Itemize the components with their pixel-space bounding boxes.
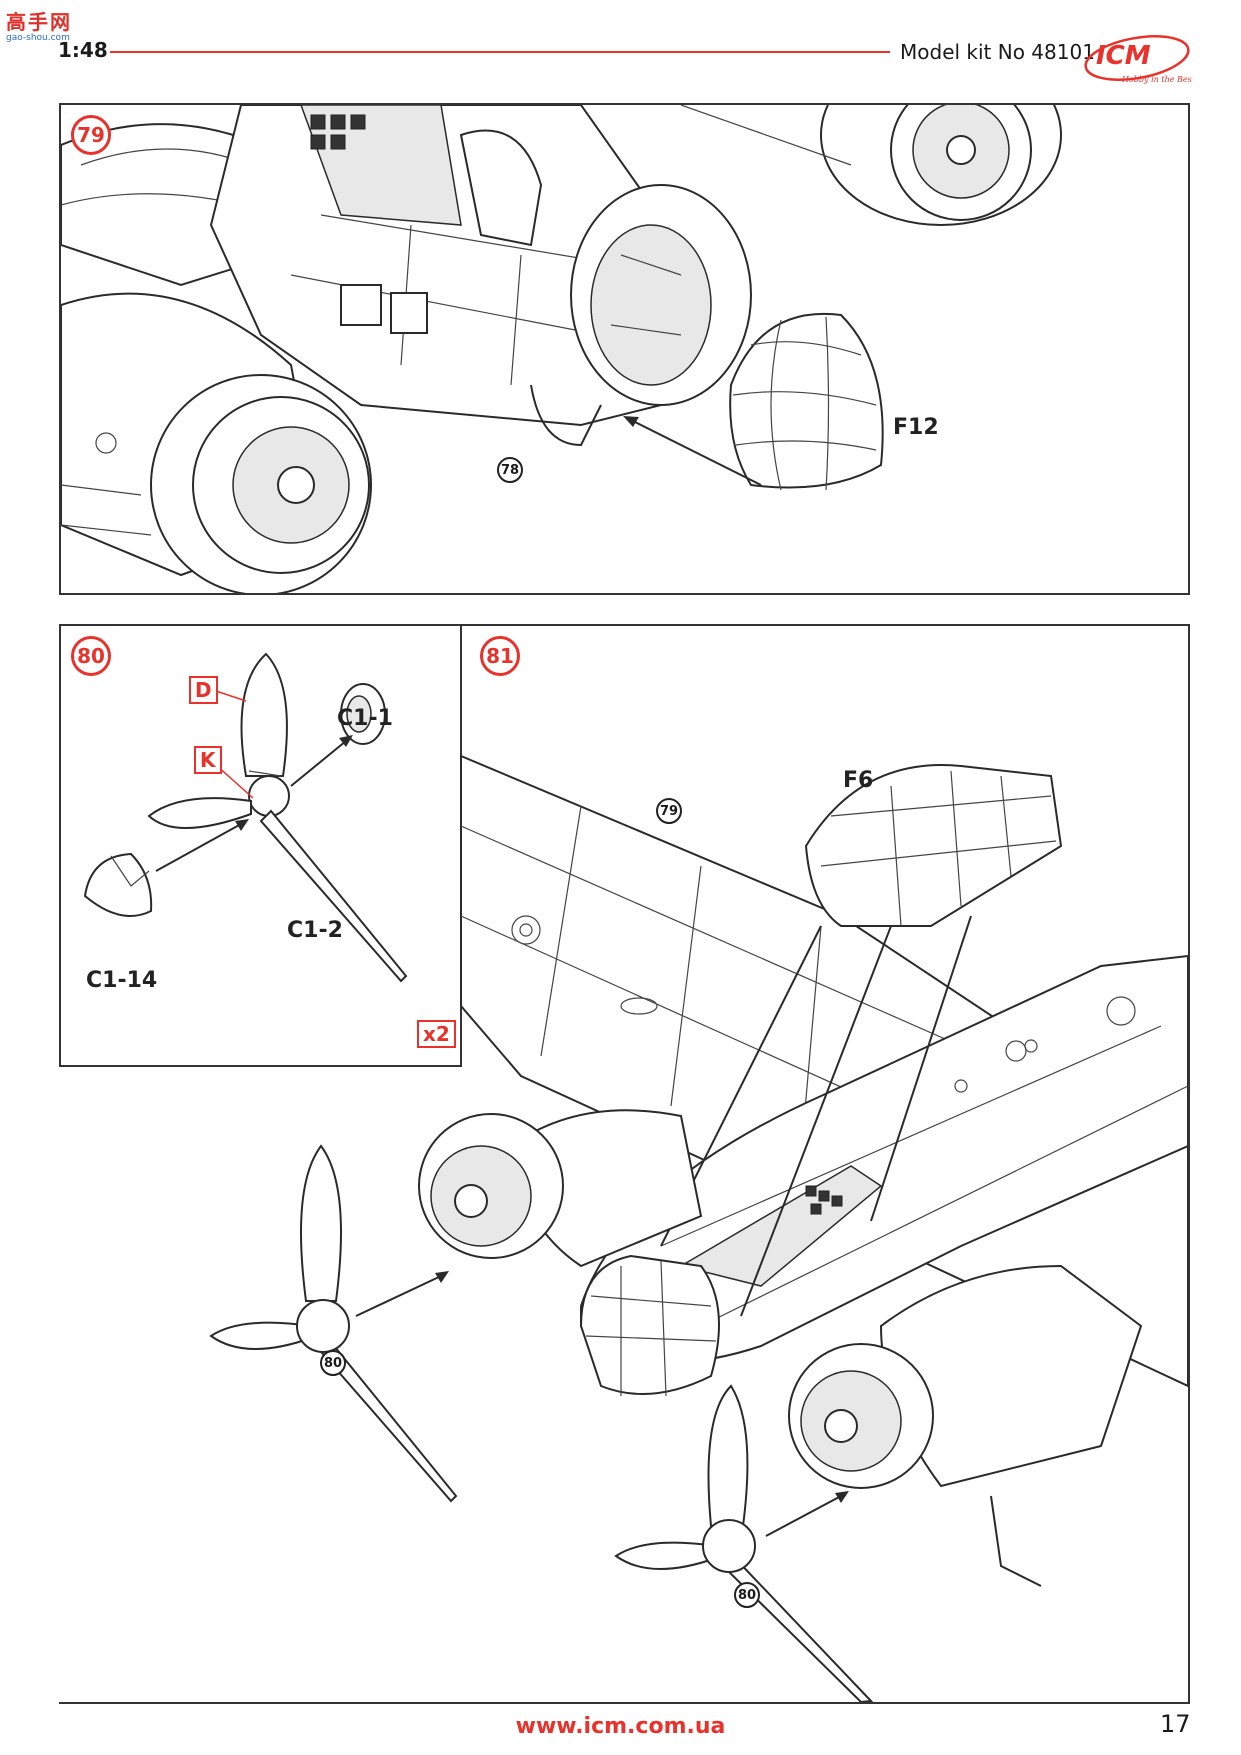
quantity-multiplier: x2 — [417, 1020, 456, 1048]
part-c1-14-label: C1-14 — [86, 968, 158, 993]
part-f12-label: F12 — [893, 415, 939, 440]
step-80-badge: 80 — [71, 636, 111, 676]
part-f6-label: F6 — [843, 768, 874, 793]
svg-text:Hobby in the Best: Hobby in the Best — [1121, 75, 1192, 84]
step-81-badge: 81 — [480, 636, 520, 676]
icm-logo: ICM Hobby in the Best — [1082, 28, 1196, 92]
step-80-panel: 80 D K C1-1 C1-2 C1-14 x2 — [59, 624, 462, 1067]
step-79-panel: 79 F12 78 — [59, 103, 1190, 595]
page-number: 17 — [1160, 1710, 1191, 1738]
watermark-logo-text: 高手网 — [6, 10, 72, 34]
ref-step-78: 78 — [497, 457, 523, 483]
part-c1-2-label: C1-2 — [287, 918, 343, 943]
ref-step-80-right: 80 — [734, 1582, 760, 1608]
svg-text:ICM: ICM — [1096, 41, 1151, 71]
header-divider — [110, 51, 890, 53]
watermark-url: gao-shou.com — [6, 33, 70, 43]
step-79-illustration — [61, 105, 1062, 593]
ref-step-80-left: 80 — [320, 1350, 346, 1376]
step-81-illustration — [209, 754, 1188, 1702]
part-c1-1-label: C1-1 — [337, 706, 393, 731]
step-79-badge: 79 — [71, 115, 111, 155]
ref-step-79: 79 — [656, 798, 682, 824]
scale-label: 1:48 — [58, 38, 108, 62]
step-80-illustration — [83, 652, 408, 983]
website-url[interactable]: www.icm.com.ua — [515, 1714, 726, 1739]
label-k: K — [194, 746, 222, 774]
model-kit-number: Model kit No 48101 — [900, 40, 1095, 64]
watermark: 高手网 gao-shou.com — [6, 6, 72, 43]
step-81-area: 81 — [462, 624, 1190, 1704]
label-d: D — [189, 676, 218, 704]
